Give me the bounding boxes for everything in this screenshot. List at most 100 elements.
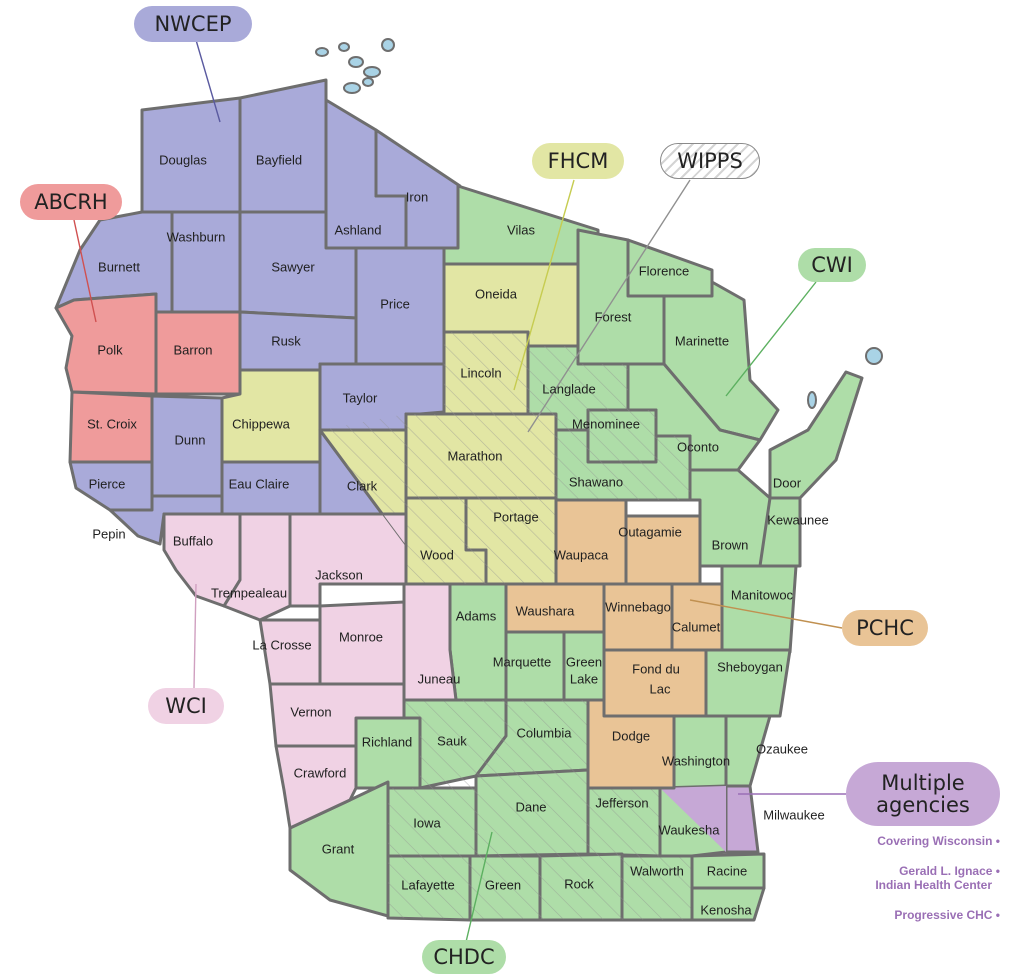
label-dane: Dane <box>515 799 546 814</box>
label-jefferson: Jefferson <box>595 795 648 810</box>
label-sheboygan: Sheboygan <box>717 659 783 674</box>
label-menominee: Menominee <box>572 416 640 431</box>
leader-chdc <box>465 831 493 943</box>
county-winnebago[interactable] <box>602 582 674 652</box>
label-chippewa: Chippewa <box>232 416 291 431</box>
label-grant: Grant <box>322 841 355 856</box>
label-columbia: Columbia <box>517 725 573 740</box>
label-oneida: Oneida <box>475 286 518 301</box>
label-manitowoc: Manitowoc <box>731 587 794 602</box>
label-sauk: Sauk <box>437 733 467 748</box>
region-multiple <box>660 784 760 854</box>
leader-wci <box>193 583 197 689</box>
label-crawford: Crawford <box>294 765 347 780</box>
agency-label-pchc: PCHC <box>842 610 928 646</box>
region-nwcep <box>54 78 462 552</box>
label-waupaca: Waupaca <box>554 547 609 562</box>
label-racine: Racine <box>707 863 747 878</box>
label-kenosha: Kenosha <box>700 902 752 917</box>
county-fonddulac[interactable] <box>602 648 708 718</box>
label-portage: Portage <box>493 509 539 524</box>
label-barron: Barron <box>173 342 212 357</box>
county-vilas[interactable] <box>442 184 600 266</box>
label-calumet: Calumet <box>672 619 721 634</box>
label-winnebago: Winnebago <box>605 599 671 614</box>
county-jackson[interactable] <box>288 512 408 608</box>
county-bayfield[interactable] <box>238 78 328 214</box>
label-shawano: Shawano <box>569 474 623 489</box>
county-milwaukee[interactable] <box>724 784 760 854</box>
county-washington[interactable] <box>672 714 728 790</box>
county-crawford[interactable] <box>274 744 358 830</box>
county-calumet[interactable] <box>670 582 724 652</box>
label-vernon: Vernon <box>290 704 331 719</box>
county-dodge[interactable] <box>586 698 676 790</box>
legend-progressive-chc: Progressive CHC • <box>894 908 1000 922</box>
county-stcroix[interactable] <box>68 390 154 464</box>
county-washburn[interactable] <box>170 210 242 314</box>
apostle-islands <box>315 38 395 94</box>
county-richland[interactable] <box>354 716 422 790</box>
label-fonddulac-b: Lac <box>650 681 671 696</box>
label-greenlake-b: Lake <box>570 671 598 686</box>
label-florence: Florence <box>639 263 690 278</box>
label-vilas: Vilas <box>507 222 535 237</box>
agency-label-fhcm: FHCM <box>532 143 624 179</box>
label-fonddulac-a: Fond du <box>632 661 680 676</box>
legend-gerald-ignace-a: Gerald L. Ignace • <box>899 864 1000 878</box>
region-abcrh <box>54 292 242 464</box>
label-iowa: Iowa <box>413 815 441 830</box>
label-eauclaire: Eau Claire <box>229 476 290 491</box>
label-lacrosse: La Crosse <box>252 637 311 652</box>
county-waukesha-multiple <box>660 786 726 852</box>
label-washington: Washington <box>662 753 730 768</box>
label-bayfield: Bayfield <box>256 152 302 167</box>
label-rock: Rock <box>564 876 594 891</box>
label-green: Green <box>485 877 521 892</box>
label-buffalo: Buffalo <box>173 533 213 548</box>
label-pierce: Pierce <box>89 476 126 491</box>
region-wci <box>162 512 458 830</box>
label-lincoln: Lincoln <box>460 365 501 380</box>
county-waupaca[interactable] <box>554 498 628 586</box>
label-greenlake-a: Green <box>566 654 602 669</box>
label-monroe: Monroe <box>339 629 383 644</box>
label-marquette: Marquette <box>493 654 552 669</box>
label-burnett: Burnett <box>98 259 140 274</box>
county-kenosha[interactable] <box>690 886 766 922</box>
agency-label-chdc: CHDC <box>422 940 506 974</box>
label-dunn: Dunn <box>174 432 205 447</box>
label-stcroix: St. Croix <box>87 416 137 431</box>
label-door: Door <box>773 475 802 490</box>
agency-label-cwi: CWI <box>798 248 866 282</box>
leader-pchc <box>689 599 843 629</box>
legend-gerald-ignace-b: Indian Health Center <box>875 878 992 892</box>
legend-covering-wisconsin: Covering Wisconsin • <box>877 834 1000 848</box>
label-marathon: Marathon <box>448 448 503 463</box>
label-milwaukee: Milwaukee <box>763 807 824 822</box>
label-douglas: Douglas <box>159 152 207 167</box>
label-outagamie: Outagamie <box>618 524 682 539</box>
leader-wipps <box>527 179 691 433</box>
label-polk: Polk <box>97 342 123 357</box>
county-manitowoc[interactable] <box>720 564 798 654</box>
region-pchc <box>504 498 724 790</box>
agency-label-nwcep: NWCEP <box>134 6 252 42</box>
label-marinette: Marinette <box>675 333 729 348</box>
county-chippewa[interactable] <box>220 368 322 464</box>
label-oconto: Oconto <box>677 439 719 454</box>
label-pepin: Pepin <box>92 526 125 541</box>
agency-label-wci: WCI <box>148 688 224 724</box>
label-forest: Forest <box>595 309 632 324</box>
county-juneau[interactable] <box>402 582 458 702</box>
region-cwi <box>288 184 864 918</box>
leader-fhcm <box>513 179 575 391</box>
leader-nwcep <box>195 39 221 123</box>
label-waushara: Waushara <box>516 603 576 618</box>
label-taylor: Taylor <box>343 390 378 405</box>
label-ashland: Ashland <box>335 222 382 237</box>
leader-abcrh <box>73 219 97 323</box>
label-juneau: Juneau <box>418 671 461 686</box>
label-price: Price <box>380 296 410 311</box>
